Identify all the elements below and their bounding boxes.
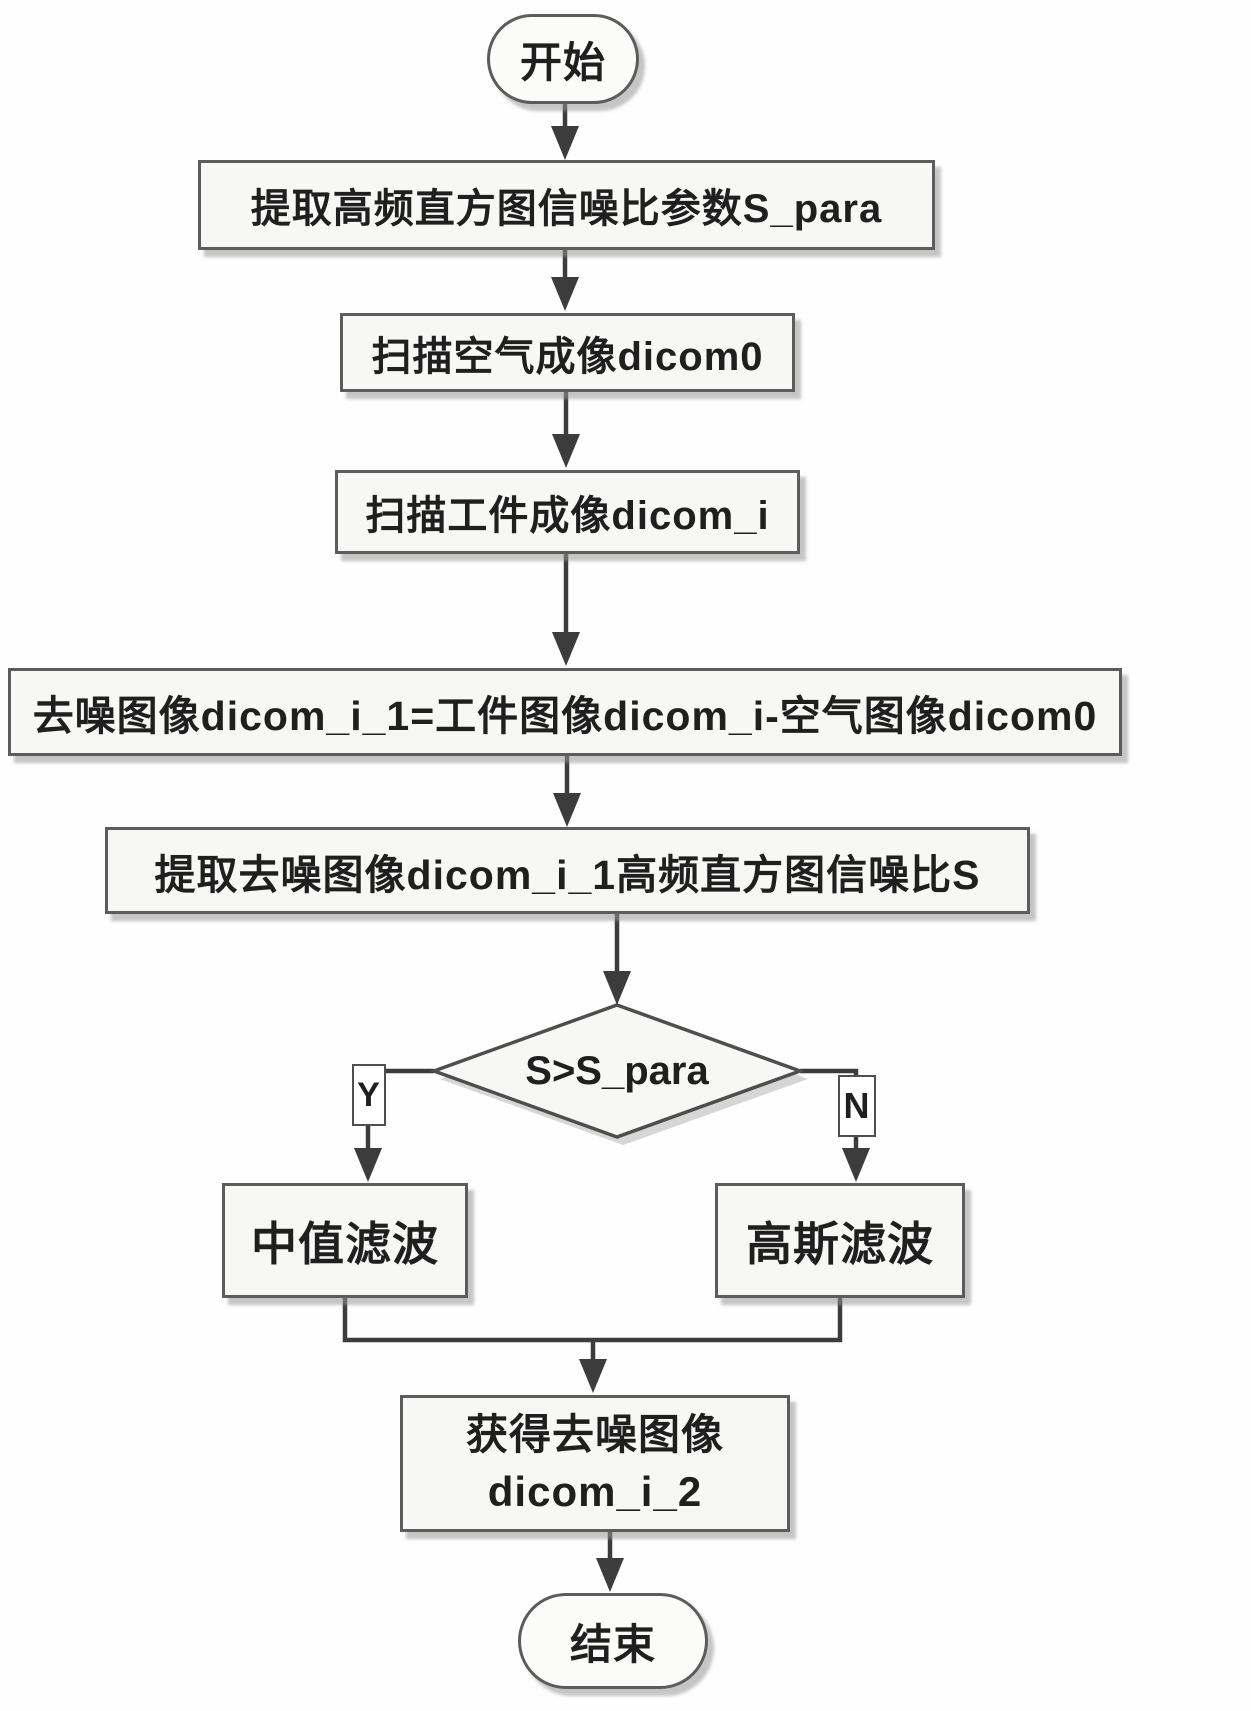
arrowhead-step3 (552, 434, 580, 468)
edge-label-no: N (838, 1075, 876, 1137)
end-terminator: 结束 (518, 1593, 708, 1689)
arrowhead-gaussian (842, 1148, 870, 1182)
process-obtain-denoised-image: 获得去噪图像 dicom_i_2 (400, 1395, 790, 1532)
process-gaussian-filter: 高斯滤波 (715, 1183, 965, 1298)
arrowhead-median (354, 1148, 382, 1182)
decision-s-greater-spara: S>S_para (434, 1005, 800, 1137)
edge-merge-connector (345, 1297, 840, 1340)
arrowhead-step1 (551, 126, 579, 160)
arrowhead-step2 (551, 277, 579, 311)
arrowhead-step4 (552, 632, 580, 666)
process-scan-air-image: 扫描空气成像dicom0 (340, 313, 795, 392)
process-extract-snr-param: 提取高频直方图信噪比参数S_para (198, 160, 935, 250)
process-extract-snr: 提取去噪图像dicom_i_1高频直方图信噪比S (105, 827, 1030, 914)
arrowhead-merge (579, 1359, 607, 1393)
process-median-filter: 中值滤波 (222, 1183, 468, 1298)
edge-label-yes: Y (352, 1064, 386, 1126)
arrowhead-decision (603, 971, 631, 1005)
merge-label-line2: dicom_i_2 (488, 1464, 702, 1521)
start-terminator: 开始 (487, 14, 639, 104)
process-subtract-air-image: 去噪图像dicom_i_1=工件图像dicom_i-空气图像dicom0 (8, 668, 1122, 756)
merge-label-line1: 获得去噪图像 (466, 1407, 724, 1464)
arrowhead-end (596, 1558, 624, 1592)
arrowhead-step5 (553, 793, 581, 827)
process-scan-workpiece-image: 扫描工件成像dicom_i (335, 470, 800, 554)
